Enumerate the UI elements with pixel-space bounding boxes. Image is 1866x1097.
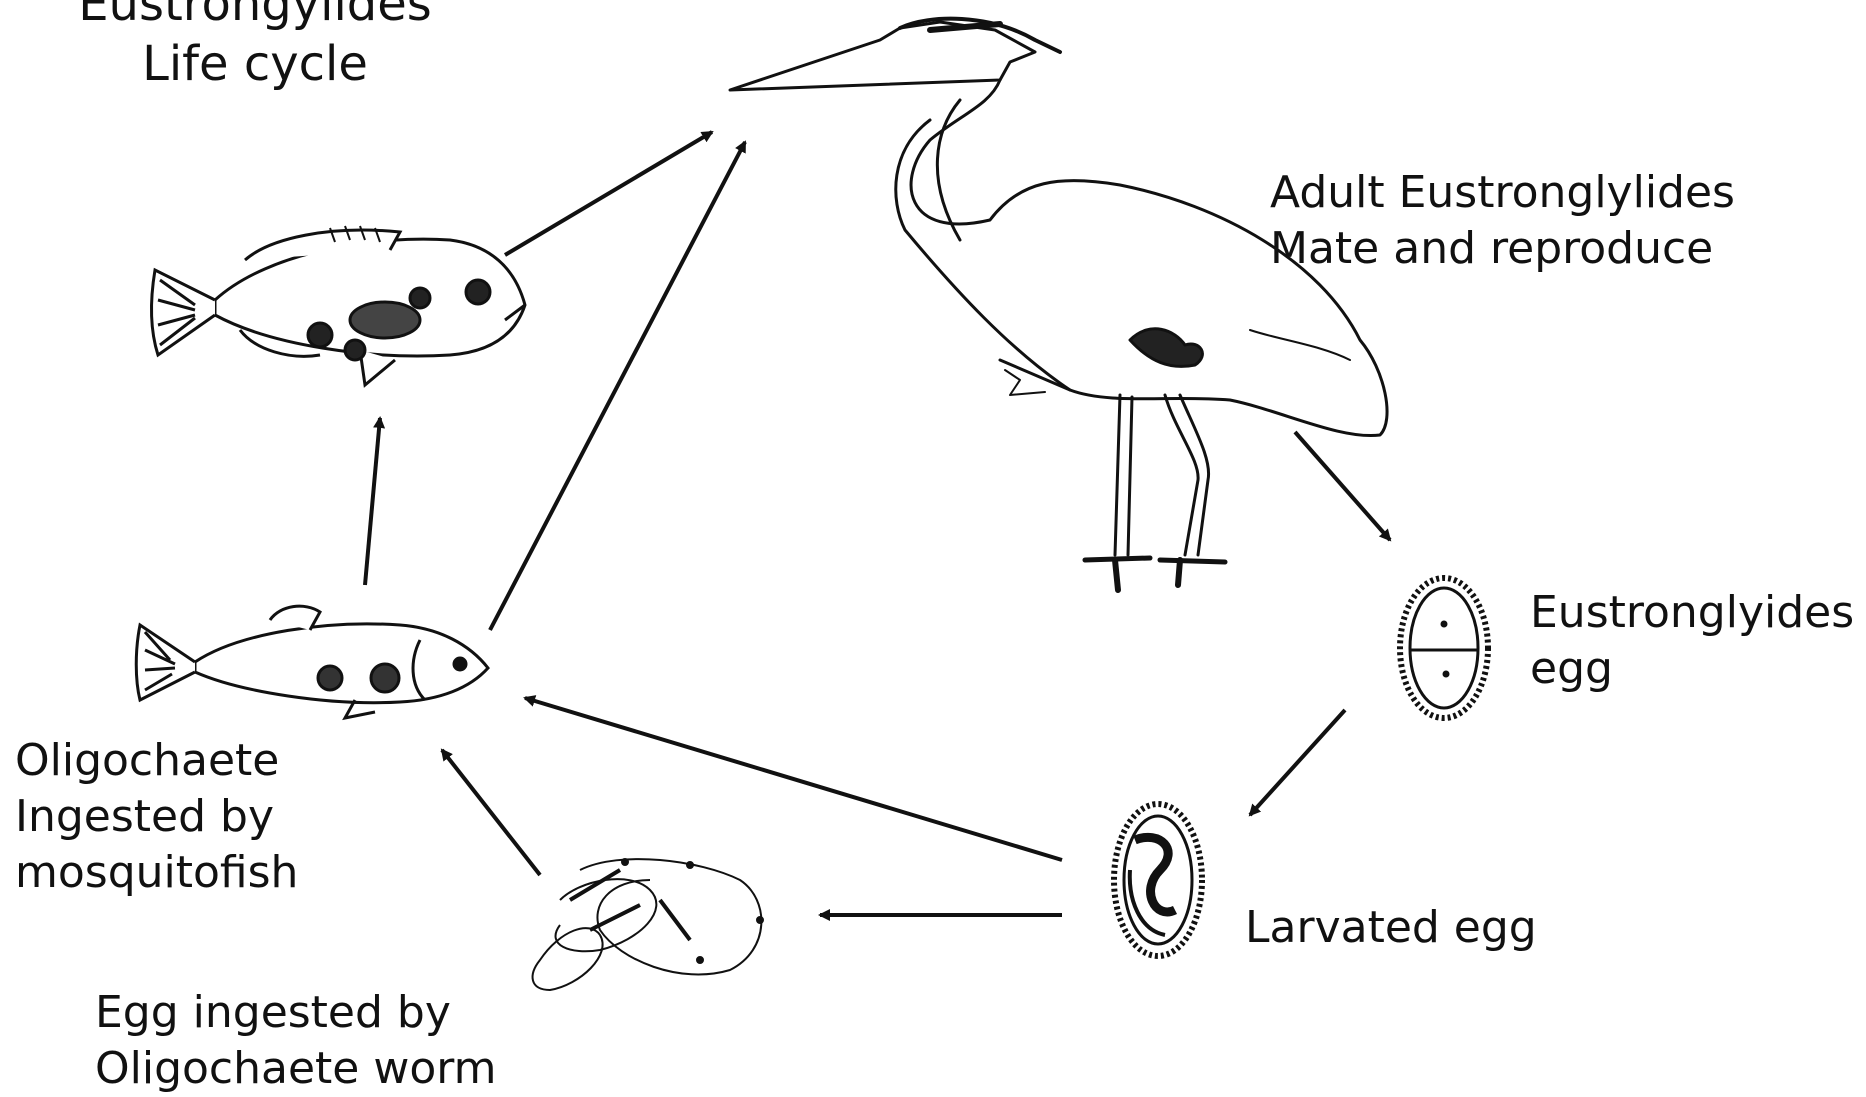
label-larvated-egg: Larvated egg bbox=[1245, 900, 1537, 956]
label-worm: Egg ingested by Oligochaete worm bbox=[95, 985, 496, 1097]
label-egg-line-2: egg bbox=[1530, 641, 1854, 697]
arrow-mosquitofish-to-heron bbox=[490, 142, 745, 630]
label-worm-line-1: Egg ingested by bbox=[95, 985, 496, 1041]
label-adult-heron: Adult Eustronglylides Mate and reproduce bbox=[1270, 165, 1735, 277]
arrow-egg-to-larvated bbox=[1250, 710, 1345, 815]
arrow-mosquitofish-to-fish bbox=[365, 418, 380, 585]
large-fish-icon bbox=[152, 226, 525, 385]
title-line-1: Eustrongylides bbox=[20, 0, 490, 34]
label-egg: Eustronglyides egg bbox=[1530, 585, 1854, 697]
label-mosquitofish-line-2: Ingested by bbox=[15, 789, 298, 845]
label-adult-line-1: Adult Eustronglylides bbox=[1270, 165, 1735, 221]
heron-icon bbox=[730, 19, 1387, 590]
title-line-2: Life cycle bbox=[20, 34, 490, 94]
label-mosquitofish: Oligochaete Ingested by mosquitofish bbox=[15, 733, 298, 901]
label-larvated-line-1: Larvated egg bbox=[1245, 900, 1537, 956]
diagram-title: Eustrongylides Life cycle bbox=[20, 0, 490, 94]
arrow-worm-to-mosquitofish bbox=[442, 750, 540, 875]
arrow-larvated-to-mosquitofish bbox=[525, 698, 1062, 860]
mosquitofish-icon bbox=[136, 606, 488, 718]
label-mosquitofish-line-1: Oligochaete bbox=[15, 733, 298, 789]
label-egg-line-1: Eustronglyides bbox=[1530, 585, 1854, 641]
worm-icon bbox=[533, 859, 763, 990]
label-worm-line-2: Oligochaete worm bbox=[95, 1041, 496, 1097]
arrow-fish-to-heron bbox=[505, 132, 712, 255]
egg-icon bbox=[1400, 578, 1488, 718]
larvated-egg-icon bbox=[1114, 804, 1202, 956]
arrow-heron-to-egg bbox=[1295, 432, 1390, 540]
label-mosquitofish-line-3: mosquitofish bbox=[15, 845, 298, 901]
label-adult-line-2: Mate and reproduce bbox=[1270, 221, 1735, 277]
